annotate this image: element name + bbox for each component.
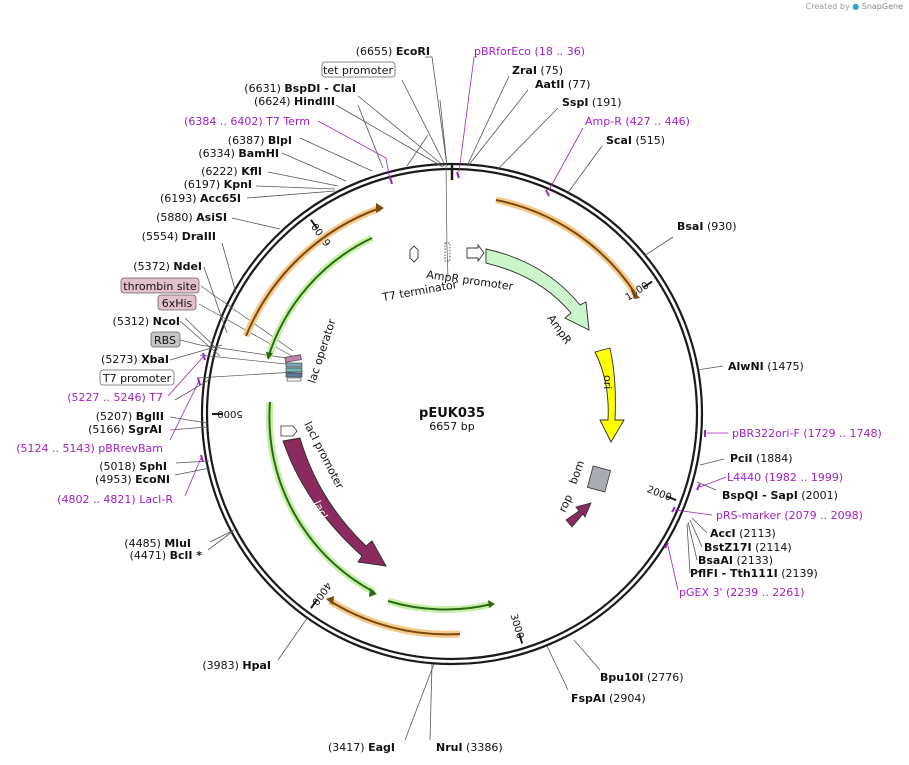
site-pflfi: PflFI - Tth111I (2139): [690, 567, 818, 580]
ori-arrow: [594, 347, 625, 443]
primer-ampr-primer: Amp-R (427 .. 446): [585, 115, 690, 128]
site-labels: (6655) EcoRI ZraI (75)AatII (77) SspI (191…: [88, 45, 838, 754]
site-bamhi: (6334) BamHI: [198, 147, 279, 160]
t7-promoter-box: T7 promoter: [99, 369, 175, 386]
primer-marks: [197, 171, 706, 549]
primer-pbrforeco: pBRforEco (18 .. 36): [474, 45, 585, 58]
ori-label: ori: [601, 375, 614, 389]
rbs-box: RBS: [150, 331, 181, 348]
site-ecori: (6655) EcoRI: [356, 45, 430, 58]
primer-prs-marker: pRS-marker (2079 .. 2098): [716, 509, 863, 522]
primer-pbr322ori: pBR322ori-F (1729 .. 1748): [732, 427, 882, 440]
site-eagi: (3417) EagI: [328, 741, 395, 754]
site-bpu10i: Bpu10I (2776): [600, 671, 684, 684]
site-zrai: ZraI (75): [512, 64, 563, 77]
lac-operator-marks: [284, 354, 303, 382]
site-xbai: (5273) XbaI: [101, 353, 169, 366]
site-ndei: (5372) NdeI: [133, 260, 202, 273]
site-bglii: (5207) BglII: [96, 410, 164, 423]
svg-text:T7 promoter: T7 promoter: [102, 372, 172, 385]
site-nrui: NruI (3386): [436, 741, 503, 754]
site-alwni: AlwNI (1475): [728, 360, 804, 373]
orf-arrows: [242, 196, 640, 638]
credit-prefix: Created by: [805, 2, 850, 11]
site-bspqi: BspQI - SapI (2001): [722, 489, 838, 502]
svg-text:6xHis: 6xHis: [162, 297, 193, 310]
site-bcli: (4471) BclI *: [130, 549, 203, 562]
site-bspdi: (6631) BspDI - ClaI: [244, 82, 356, 95]
rop-label: rop: [556, 492, 575, 514]
t7-terminator-arrow: [409, 245, 419, 263]
site-hindiii: (6624) HindIII: [254, 95, 335, 108]
tick-mark-6000: [310, 219, 318, 229]
features: [280, 242, 625, 567]
primer-labels: pBRforEco (18 .. 36) Amp-R (427 .. 446) pB…: [16, 45, 882, 599]
primer-pgex3: pGEX 3' (2239 .. 2261): [679, 586, 805, 599]
thrombin-site-box: thrombin site: [120, 277, 200, 294]
site-draiii: (5554) DraIII: [142, 230, 216, 243]
primer-pbrrevbam: (5124 .. 5143) pBRrevBam: [16, 442, 163, 455]
site-sgrai: (5166) SgrAI: [88, 423, 162, 436]
site-leader-lines: [169, 56, 725, 741]
ampr-arrow: [485, 248, 590, 331]
tick-mark-2000: [666, 495, 677, 501]
tick-mark-3000: [518, 633, 524, 644]
site-hpai: (3983) HpaI: [202, 659, 271, 672]
rop-arrow: [565, 502, 592, 528]
t7-terminator-label: T7 terminator: [380, 278, 458, 304]
snapgene-credit: Created by ● SnapGene: [806, 2, 903, 11]
site-asisi: (5880) AsiSI: [156, 211, 227, 224]
tick-label-3000: 3000: [507, 613, 525, 641]
site-kfli: (6222) KflI: [201, 165, 262, 178]
site-acc65i: (6193) Acc65I: [160, 192, 241, 205]
plasmid-name: pEUK035: [419, 406, 485, 421]
site-bstz17i: BstZ17I (2114): [704, 541, 792, 554]
bom-box: [586, 465, 612, 493]
tick-mark-1000: [643, 280, 653, 288]
site-sspi: SspI (191): [562, 96, 622, 109]
site-blpi: (6387) BlpI: [228, 134, 292, 147]
site-kpni: (6197) KpnI: [184, 178, 252, 191]
site-acci: AccI (2113): [710, 527, 776, 540]
site-sphi: (5018) SphI: [99, 460, 167, 473]
site-mlui: (4485) MluI: [124, 537, 191, 550]
svg-text:thrombin site: thrombin site: [123, 280, 197, 293]
lac-operator-label: lac operator: [305, 317, 338, 385]
ampr-promoter-arrow: [466, 243, 485, 263]
site-fspai: FspAI (2904): [571, 692, 646, 705]
site-bsaai: BsaAI (2133): [698, 554, 773, 567]
six-his-box: 6xHis: [157, 294, 197, 311]
svg-text:RBS: RBS: [154, 334, 176, 347]
site-pcii: PciI (1884): [730, 452, 793, 465]
tet-promoter-box: tet promoter: [321, 61, 396, 78]
site-aatii: AatII (77): [535, 78, 590, 91]
primer-l4440: L4440 (1982 .. 1999): [727, 471, 843, 484]
laci-promoter-arrow: [280, 425, 298, 437]
bom-label: bom: [567, 459, 588, 486]
primer-laci-r: (4802 .. 4821) LacI-R: [57, 493, 173, 506]
tick-label-5000: 5000: [217, 408, 242, 419]
primer-t7term: (6384 .. 6402) T7 Term: [184, 115, 310, 128]
primer-leader-lines: [167, 56, 728, 591]
site-scai: ScaI (515): [606, 134, 665, 147]
plasmid-size: 6657 bp: [429, 420, 474, 433]
credit-brand: SnapGene: [861, 2, 903, 11]
tick-mark-4000: [310, 599, 318, 609]
orf-top-right: [495, 196, 638, 295]
tick-label-2000: 2000: [645, 484, 673, 503]
laci-arrow: [282, 437, 387, 567]
t7-term-mark: [444, 242, 451, 262]
snapgene-logo-icon: ●: [852, 2, 860, 11]
primer-t7: (5227 .. 5246) T7: [67, 391, 163, 404]
site-econi: (4953) EcoNI: [95, 473, 170, 486]
svg-text:tet promoter: tet promoter: [323, 64, 393, 77]
site-ncoi: (5312) NcoI: [113, 315, 180, 328]
site-bsai: BsaI (930): [677, 220, 737, 233]
